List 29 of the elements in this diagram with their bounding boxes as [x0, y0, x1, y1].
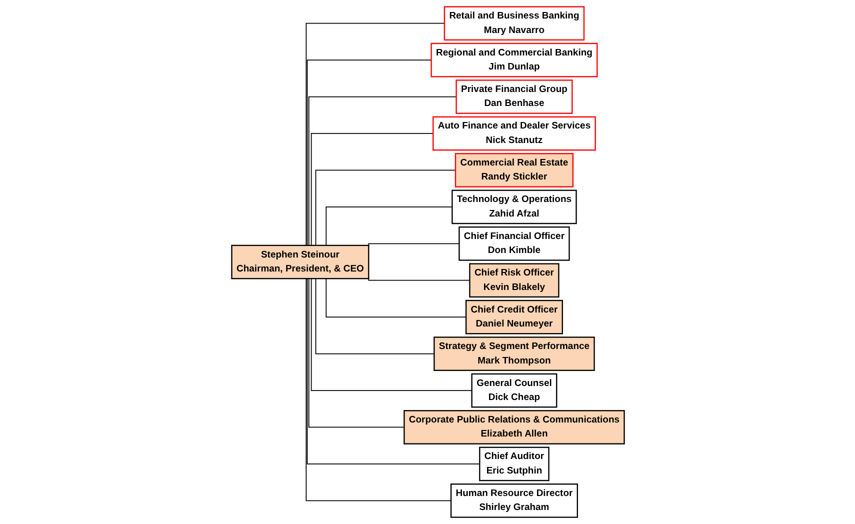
- connector: [306, 278, 480, 464]
- node-box: Strategy & Segment Performance Mark Thompson: [433, 336, 594, 371]
- node-box: Regional and Commercial Banking Jim Dunlap: [430, 42, 598, 78]
- connector: [314, 278, 434, 354]
- node-box: Auto Finance and Dealer Services Nick Stanutz: [432, 116, 596, 151]
- node-box: Chief Auditor Eric Sutphin: [478, 446, 549, 482]
- node-box: Human Resource Director Shirley Graham: [450, 484, 578, 518]
- connector: [314, 170, 456, 246]
- connector: [306, 60, 432, 246]
- connector: [368, 276, 470, 281]
- connector: [308, 96, 456, 246]
- node-box: Chief Financial Officer Don Kimble: [458, 226, 570, 261]
- connector: [305, 278, 451, 502]
- node-box: Chief Risk Officer Kevin Blakely: [468, 263, 559, 298]
- connector: [308, 278, 404, 428]
- node-box: Stephen Steinour Chairman, President, & CEO: [230, 244, 369, 280]
- node-box: Technology & Operations Zahid Afzal: [451, 190, 576, 224]
- connector: [325, 206, 452, 246]
- node-box: Chief Credit Officer Daniel Neumeyer: [464, 300, 562, 334]
- connector: [310, 278, 472, 391]
- connector: [368, 243, 460, 248]
- node-box: General Counsel Dick Cheap: [470, 373, 557, 408]
- connector: [325, 278, 466, 318]
- node-box: Retail and Business Banking Mary Navarro: [443, 6, 584, 40]
- connector: [310, 133, 434, 246]
- connector: [305, 22, 444, 246]
- node-box: Corporate Public Relations & Communications Elizabeth Allen: [403, 410, 624, 444]
- node-box: Commercial Real Estate Randy Stickler: [454, 153, 574, 188]
- node-box: Private Financial Group Dan Benhase: [455, 80, 572, 114]
